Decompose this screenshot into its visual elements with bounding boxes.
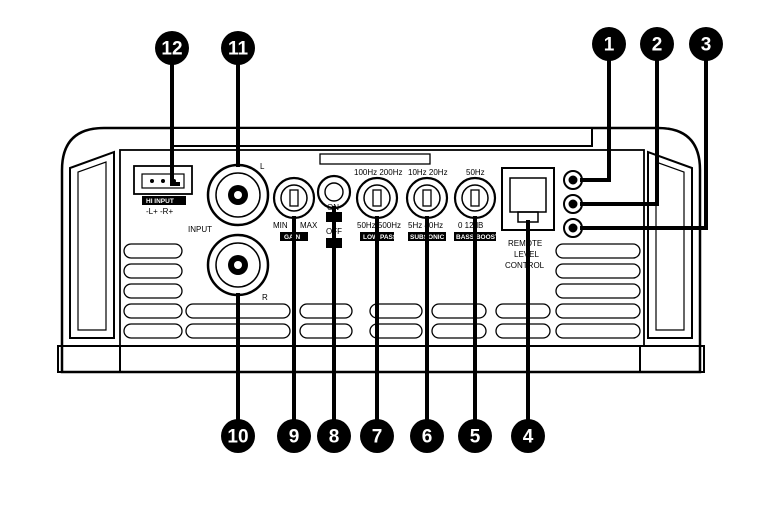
callout-8: 8 bbox=[317, 419, 351, 453]
rca-right-label: R bbox=[262, 293, 268, 302]
svg-text:4: 4 bbox=[523, 427, 534, 448]
hi-input-pins-label: -L+ -R+ bbox=[146, 207, 173, 216]
bass-boost-knob bbox=[453, 176, 497, 220]
gain-max-label: MAX bbox=[300, 221, 318, 230]
svg-text:10: 10 bbox=[227, 427, 248, 448]
low-pass-tag-label: LOW PASS bbox=[363, 234, 398, 241]
callout-11: 11 bbox=[221, 31, 255, 65]
bass-boost-bottom-label: 0 12dB bbox=[458, 221, 483, 230]
callout-4: 4 bbox=[511, 419, 545, 453]
low-pass-top-label: 100Hz 200Hz bbox=[354, 168, 402, 177]
power-terminals bbox=[563, 170, 583, 238]
rca-input-right bbox=[206, 233, 270, 297]
subsonic-knob bbox=[405, 176, 449, 220]
subsonic-top-label: 10Hz 20Hz bbox=[408, 168, 448, 177]
rca-input-left bbox=[206, 163, 270, 227]
svg-text:12: 12 bbox=[161, 39, 182, 60]
callout-6: 6 bbox=[410, 419, 444, 453]
low-pass-knob bbox=[355, 176, 399, 220]
input-label: INPUT bbox=[188, 225, 212, 234]
callout-3: 3 bbox=[689, 27, 723, 61]
rca-left-label: L bbox=[260, 162, 265, 171]
svg-text:3: 3 bbox=[701, 35, 712, 56]
remote-label-1: REMOTE bbox=[508, 239, 542, 248]
svg-text:2: 2 bbox=[652, 35, 663, 56]
callout-9: 9 bbox=[277, 419, 311, 453]
callout-2: 2 bbox=[640, 27, 674, 61]
gain-min-label: MIN bbox=[273, 221, 288, 230]
svg-text:5: 5 bbox=[470, 427, 481, 448]
low-pass-bottom-label: 50Hz 500Hz bbox=[357, 221, 401, 230]
bass-boost-top-label: 50Hz bbox=[466, 168, 485, 177]
svg-text:6: 6 bbox=[422, 427, 433, 448]
callout-1: 1 bbox=[592, 27, 626, 61]
remote-label-3: CONTROL bbox=[505, 261, 545, 270]
leader-lines bbox=[170, 50, 708, 420]
svg-text:1: 1 bbox=[604, 35, 615, 56]
amplifier-body bbox=[57, 126, 705, 374]
hi-input-label: HI INPUT bbox=[146, 198, 174, 205]
svg-text:7: 7 bbox=[372, 427, 383, 448]
svg-text:8: 8 bbox=[329, 427, 340, 448]
callout-12: 12 bbox=[155, 31, 189, 65]
callout-10: 10 bbox=[221, 419, 255, 453]
callout-7: 7 bbox=[360, 419, 394, 453]
callout-5: 5 bbox=[458, 419, 492, 453]
gain-knob bbox=[272, 176, 316, 220]
svg-text:9: 9 bbox=[289, 427, 300, 448]
bass-boost-tag-label: BASS BOOST bbox=[456, 234, 499, 241]
svg-text:11: 11 bbox=[228, 39, 249, 60]
heatsink-slots bbox=[123, 153, 641, 339]
